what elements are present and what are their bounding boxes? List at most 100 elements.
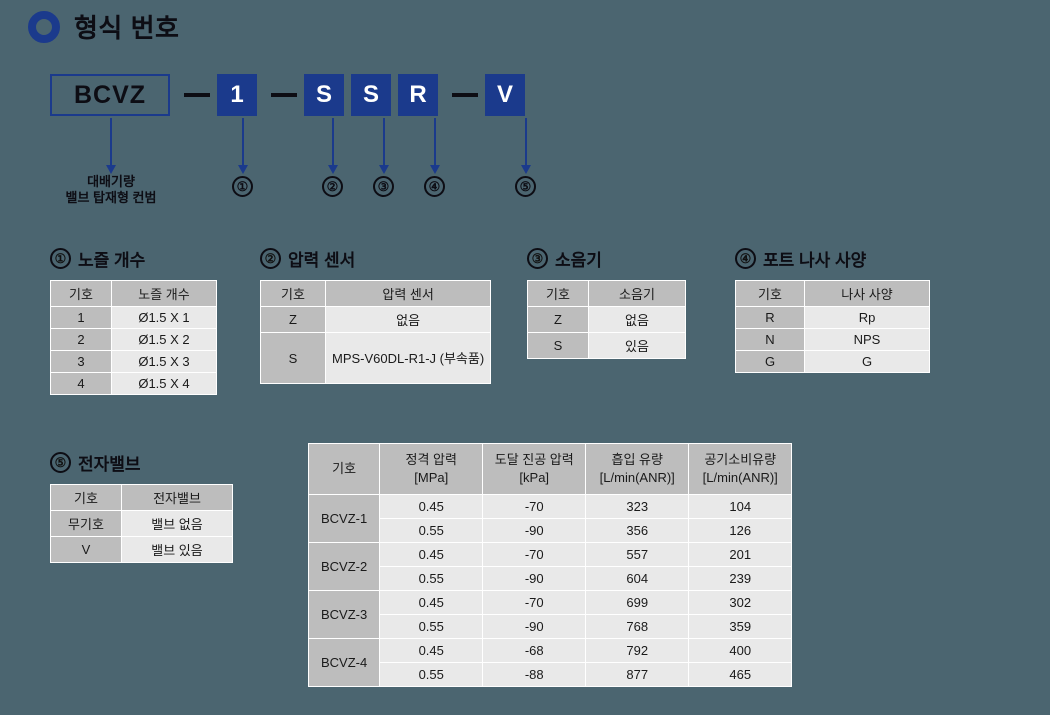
section-marker-icon: ① [50, 248, 71, 269]
cell-symbol: 무기호 [50, 510, 122, 537]
table-row: BCVZ-2 0.45 -70 557 201 [307, 542, 793, 591]
table-header-row: 기호 소음기 [527, 280, 686, 307]
cell-rated-pressure: 0.45 [379, 638, 484, 663]
table-row: S MPS-V60DL-R1-J (부속품) [260, 332, 492, 384]
cell-suction-flow: 557 [585, 542, 690, 567]
code-box-2: S [304, 74, 344, 116]
table-header-row: 기호 전자밸브 [50, 484, 233, 511]
section-header: ③ 소음기 [527, 246, 686, 271]
cell-rated-pressure: 0.55 [379, 662, 484, 687]
performance-table: 기호 정격 압력 [MPa] 도달 진공 압력 [kPa] 흡입 유량 [L/m… [307, 443, 793, 687]
table-row: Z 없음 [527, 306, 686, 333]
cell-value: Rp [804, 306, 930, 329]
cell-symbol: G [735, 350, 805, 373]
code-box-1: 1 [217, 74, 257, 116]
col-header-value: 전자밸브 [121, 484, 233, 511]
table-header-row: 기호 나사 사양 [735, 280, 930, 307]
cell-symbol: Z [260, 306, 326, 333]
cell-value: 없음 [588, 306, 686, 333]
section-solenoid-valve: ⑤ 전자밸브 기호 전자밸브 무기호 밸브 없음 V 밸브 있음 [50, 450, 233, 563]
cell-vacuum-pressure: -70 [482, 542, 587, 567]
section-title: 압력 센서 [288, 251, 356, 270]
col-header-value: 소음기 [588, 280, 686, 307]
table-row: BCVZ-1 0.45 -70 323 104 [307, 494, 793, 543]
cell-value: NPS [804, 328, 930, 351]
col-header-suction-flow: 흡입 유량 [L/min(ANR)] [585, 443, 690, 495]
cell-symbol: 1 [50, 306, 112, 329]
cell-suction-flow: 877 [585, 662, 690, 687]
table-row: R Rp [735, 306, 930, 329]
cell-rated-pressure: 0.55 [379, 566, 484, 591]
section-title: 소음기 [555, 251, 602, 270]
cell-value: 없음 [324, 306, 492, 333]
cell-symbol: 3 [50, 350, 112, 373]
table-row: 0.55 -88 877 465 [309, 662, 793, 687]
table-row: BCVZ-4 0.45 -68 792 400 [307, 638, 793, 687]
cell-air-consumption: 104 [688, 494, 793, 519]
cell-vacuum-pressure: -90 [482, 518, 587, 543]
cell-value: Ø1.5 X 2 [111, 328, 217, 351]
table-row: V 밸브 있음 [50, 536, 233, 563]
table-row: 4 Ø1.5 X 4 [50, 372, 217, 395]
cell-value: 밸브 없음 [121, 510, 233, 537]
connector-1 [238, 118, 248, 174]
table-row: 0.55 -90 356 126 [309, 518, 793, 543]
connector-base [106, 118, 116, 174]
cell-value: 밸브 있음 [121, 536, 233, 563]
cell-value: 있음 [588, 332, 686, 359]
section-marker-icon: ③ [527, 248, 548, 269]
table-header-row: 기호 압력 센서 [260, 280, 492, 307]
cell-suction-flow: 323 [585, 494, 690, 519]
col-header-symbol: 기호 [735, 280, 805, 307]
table-header-row: 기호 정격 압력 [MPa] 도달 진공 압력 [kPa] 흡입 유량 [L/m… [307, 443, 793, 495]
col-header-value: 압력 센서 [324, 280, 492, 307]
silencer-table: 기호 소음기 Z 없음 S 있음 [527, 280, 686, 359]
table-row: 0.55 -90 604 239 [309, 566, 793, 591]
table-row: 3 Ø1.5 X 3 [50, 350, 217, 373]
table-row: 1 Ø1.5 X 1 [50, 306, 217, 329]
section-marker-icon: ② [260, 248, 281, 269]
model-code-diagram: BCVZ 1 S S R V [50, 74, 532, 116]
nozzle-count-table: 기호 노즐 개수 1 Ø1.5 X 1 2 Ø1.5 X 2 3 Ø1.5 X … [50, 280, 217, 395]
cell-symbol: Z [527, 306, 589, 333]
marker-1: ① [232, 176, 253, 197]
cell-value: Ø1.5 X 4 [111, 372, 217, 395]
cell-value: Ø1.5 X 1 [111, 306, 217, 329]
cell-rated-pressure: 0.45 [379, 590, 484, 615]
col-header-symbol: 기호 [50, 484, 122, 511]
table-row: 2 Ø1.5 X 2 [50, 328, 217, 351]
cell-air-consumption: 201 [688, 542, 793, 567]
table-header-row: 기호 노즐 개수 [50, 280, 217, 307]
cell-symbol: 4 [50, 372, 112, 395]
code-dash-3 [452, 93, 478, 97]
cell-symbol: R [735, 306, 805, 329]
col-header-value: 나사 사양 [804, 280, 930, 307]
connector-4 [430, 118, 440, 174]
cell-value: Ø1.5 X 3 [111, 350, 217, 373]
connector-5 [521, 118, 531, 174]
cell-symbol: S [260, 332, 326, 384]
cell-rated-pressure: 0.45 [379, 494, 484, 519]
col-header-symbol: 기호 [50, 280, 112, 307]
port-thread-table: 기호 나사 사양 R Rp N NPS G G [735, 280, 930, 373]
cell-symbol: 2 [50, 328, 112, 351]
section-marker-icon: ④ [735, 248, 756, 269]
cell-air-consumption: 126 [688, 518, 793, 543]
cell-symbol: N [735, 328, 805, 351]
cell-value: MPS-V60DL-R1-J (부속품) [324, 332, 492, 384]
page-header: 형식 번호 [28, 8, 179, 45]
code-box-base: BCVZ [50, 74, 170, 116]
section-header: ④ 포트 나사 사양 [735, 246, 930, 271]
cell-model: BCVZ-3 [307, 590, 381, 639]
cell-vacuum-pressure: -90 [482, 614, 587, 639]
ring-icon [28, 10, 60, 43]
cell-air-consumption: 359 [688, 614, 793, 639]
table-row: Z 없음 [260, 306, 492, 333]
marker-3: ③ [373, 176, 394, 197]
col-header-vacuum-pressure: 도달 진공 압력 [kPa] [482, 443, 587, 495]
cell-symbol: V [50, 536, 122, 563]
section-header: ② 압력 센서 [260, 246, 491, 271]
marker-4: ④ [424, 176, 445, 197]
table-row: S 있음 [527, 332, 686, 359]
table-row: G G [735, 350, 930, 373]
